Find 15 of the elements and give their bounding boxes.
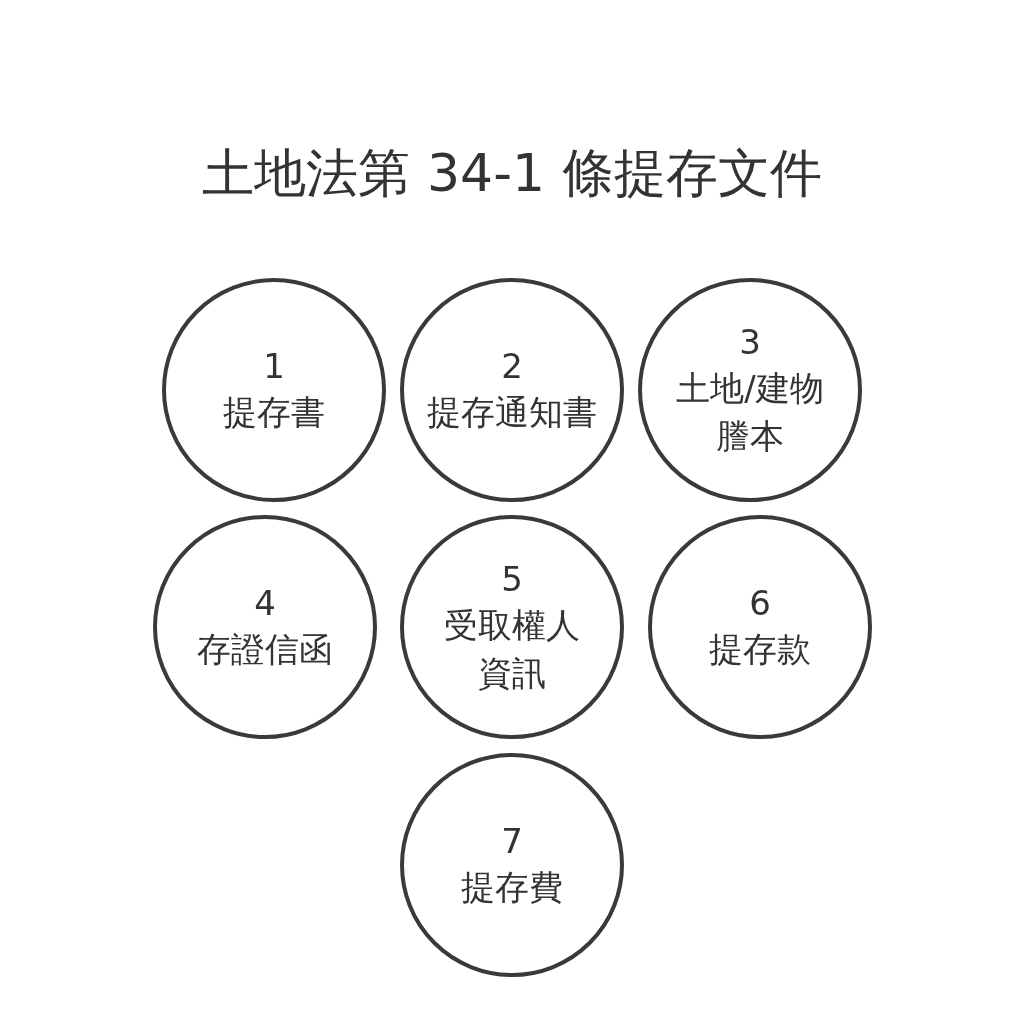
document-name: 提存書 — [223, 391, 325, 434]
document-name: 土地/建物謄本 — [675, 367, 825, 458]
item-number: 3 — [739, 321, 761, 364]
title: 土地法第 34-1 條提存文件 — [201, 142, 823, 205]
item-number: 6 — [749, 582, 771, 625]
item-number: 4 — [254, 582, 276, 625]
document-name: 提存費 — [461, 866, 563, 909]
document-name: 受取權人資訊 — [443, 604, 581, 695]
item-number: 5 — [501, 558, 523, 601]
item-number: 7 — [501, 820, 523, 863]
item-number: 2 — [501, 345, 523, 388]
item-number: 1 — [263, 345, 285, 388]
document-name: 存證信函 — [197, 628, 333, 671]
document-name: 提存通知書 — [427, 391, 597, 434]
document-name: 提存款 — [709, 628, 811, 671]
